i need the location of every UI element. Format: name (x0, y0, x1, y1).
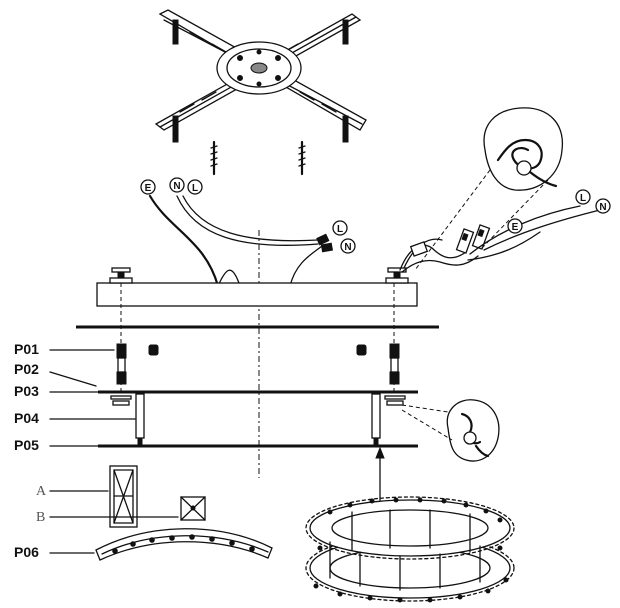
label-p01: P01 (14, 341, 115, 357)
wire-label-earth-right: E (507, 218, 523, 234)
ring-assembly (305, 496, 515, 603)
svg-text:P05: P05 (14, 437, 39, 453)
label-p04: P04 (14, 410, 136, 426)
svg-text:B: B (36, 510, 45, 525)
hook-detail-bubble-bottom (401, 399, 500, 462)
svg-text:P01: P01 (14, 341, 39, 357)
wire-label-earth-top: E (140, 179, 156, 195)
wire-label-live-right: L (575, 189, 591, 205)
canopy-nut-right (385, 267, 409, 284)
mounting-screws (210, 140, 306, 176)
wire-label-live-top: L (187, 179, 203, 195)
part-b-connector (180, 496, 206, 521)
label-p03: P03 (14, 383, 99, 399)
washer-right (384, 395, 406, 406)
part-a-crystal (109, 465, 138, 528)
canopy-plate (96, 282, 418, 307)
svg-text:L: L (580, 193, 586, 204)
assembly-arrow (375, 446, 385, 501)
label-p06: P06 (14, 544, 95, 560)
part-p06-arc-segment (95, 528, 273, 561)
wire-label-neutral-mid: N (340, 238, 356, 254)
canopy-nut-left (109, 267, 133, 284)
label-p02: P02 (14, 361, 97, 387)
wire-label-neutral-top: N (169, 177, 185, 193)
wire-label-neutral-right: N (595, 198, 611, 214)
label-p05: P05 (14, 437, 99, 453)
screw-left (210, 140, 218, 176)
svg-text:P02: P02 (14, 361, 39, 377)
cross-mounting-bracket (154, 9, 367, 143)
terminal-connector (399, 205, 601, 273)
bracket-clip-right (356, 344, 367, 356)
wire-label-live-mid: L (332, 220, 348, 236)
svg-text:N: N (599, 202, 606, 213)
hook-detail-bubble-top (414, 107, 563, 271)
svg-text:E: E (512, 222, 519, 233)
svg-text:L: L (337, 224, 343, 235)
label-a: A (36, 484, 109, 499)
svg-text:P03: P03 (14, 383, 39, 399)
screw-right (298, 140, 306, 176)
svg-text:N: N (344, 242, 351, 253)
washer-left (110, 395, 132, 406)
spacer-tube-left (135, 393, 145, 446)
svg-text:E: E (145, 183, 152, 194)
label-b: B (36, 510, 179, 525)
svg-text:L: L (192, 183, 198, 194)
svg-text:P06: P06 (14, 544, 39, 560)
bracket-clip-left (148, 344, 159, 356)
threaded-rod-right (389, 283, 400, 395)
svg-text:P04: P04 (14, 410, 39, 426)
svg-text:N: N (173, 181, 180, 192)
spacer-tube-right (371, 393, 381, 446)
svg-text:A: A (36, 484, 47, 499)
threaded-rod-left (116, 283, 127, 395)
supply-wires (148, 194, 334, 288)
